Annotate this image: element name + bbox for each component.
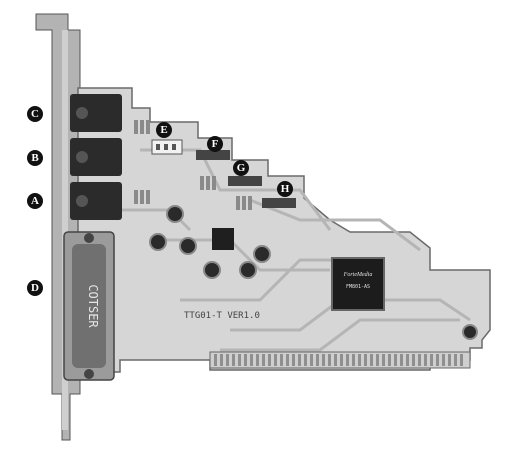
callout-e: E [156, 122, 172, 138]
callout-a: A [27, 193, 43, 209]
chip-part-label: FM801-AS [346, 284, 370, 290]
main-audio-chip: ForteMedia FM801-AS [331, 257, 385, 311]
capacitors [149, 205, 478, 340]
pci-edge-connector [209, 351, 471, 369]
callout-b: B [27, 150, 43, 166]
resistor-array [134, 120, 252, 210]
header-h [262, 198, 296, 208]
header-g [228, 176, 262, 186]
callout-c: C [27, 106, 43, 122]
callout-g: G [233, 160, 249, 176]
callout-h: H [277, 181, 293, 197]
port-label: COTSER [86, 284, 100, 328]
game-port-connector: COTSER [63, 231, 115, 381]
callout-f: F [207, 136, 223, 152]
callout-d: D [27, 280, 43, 296]
small-ic [212, 228, 234, 250]
header-f [196, 150, 230, 160]
chip-brand-label: ForteMedia [343, 272, 373, 278]
audio-jacks [70, 94, 122, 220]
header-e [151, 139, 183, 155]
board-model-label: TTG01-T VER1.0 [184, 311, 260, 321]
